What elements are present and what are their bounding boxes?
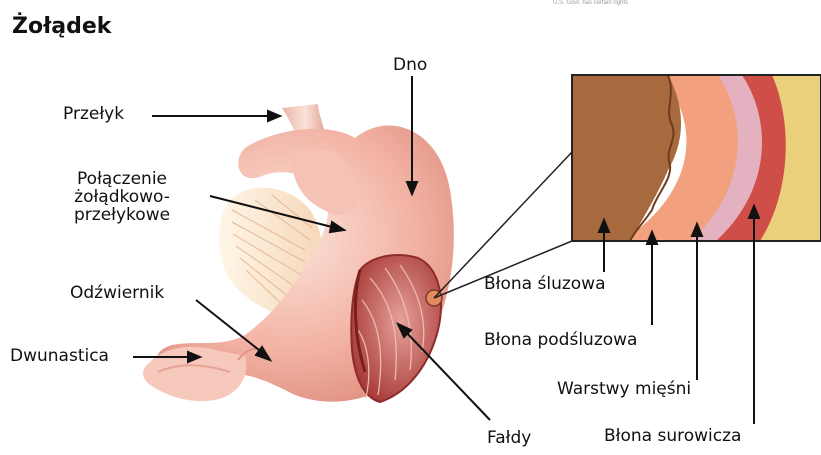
label-fundus: Dno: [393, 56, 427, 75]
label-mucosa: Błona śluzowa: [484, 275, 606, 294]
label-rugae: Fałdy: [487, 429, 531, 448]
label-submucosa: Błona podśluzowa: [484, 331, 637, 350]
label-muscle-layers: Warstwy mięśni: [557, 380, 691, 399]
label-esophagus: Przełyk: [63, 105, 124, 124]
label-serosa: Błona surowicza: [604, 427, 741, 446]
label-gastroesophageal-junction: Połączenie żołądkowo- przełykowe: [74, 170, 170, 224]
rugae-cutaway: [351, 255, 441, 402]
label-pylorus: Odźwiernik: [70, 284, 164, 303]
layer-cross-section: [572, 75, 821, 241]
label-duodenum: Dwunastica: [10, 347, 109, 366]
